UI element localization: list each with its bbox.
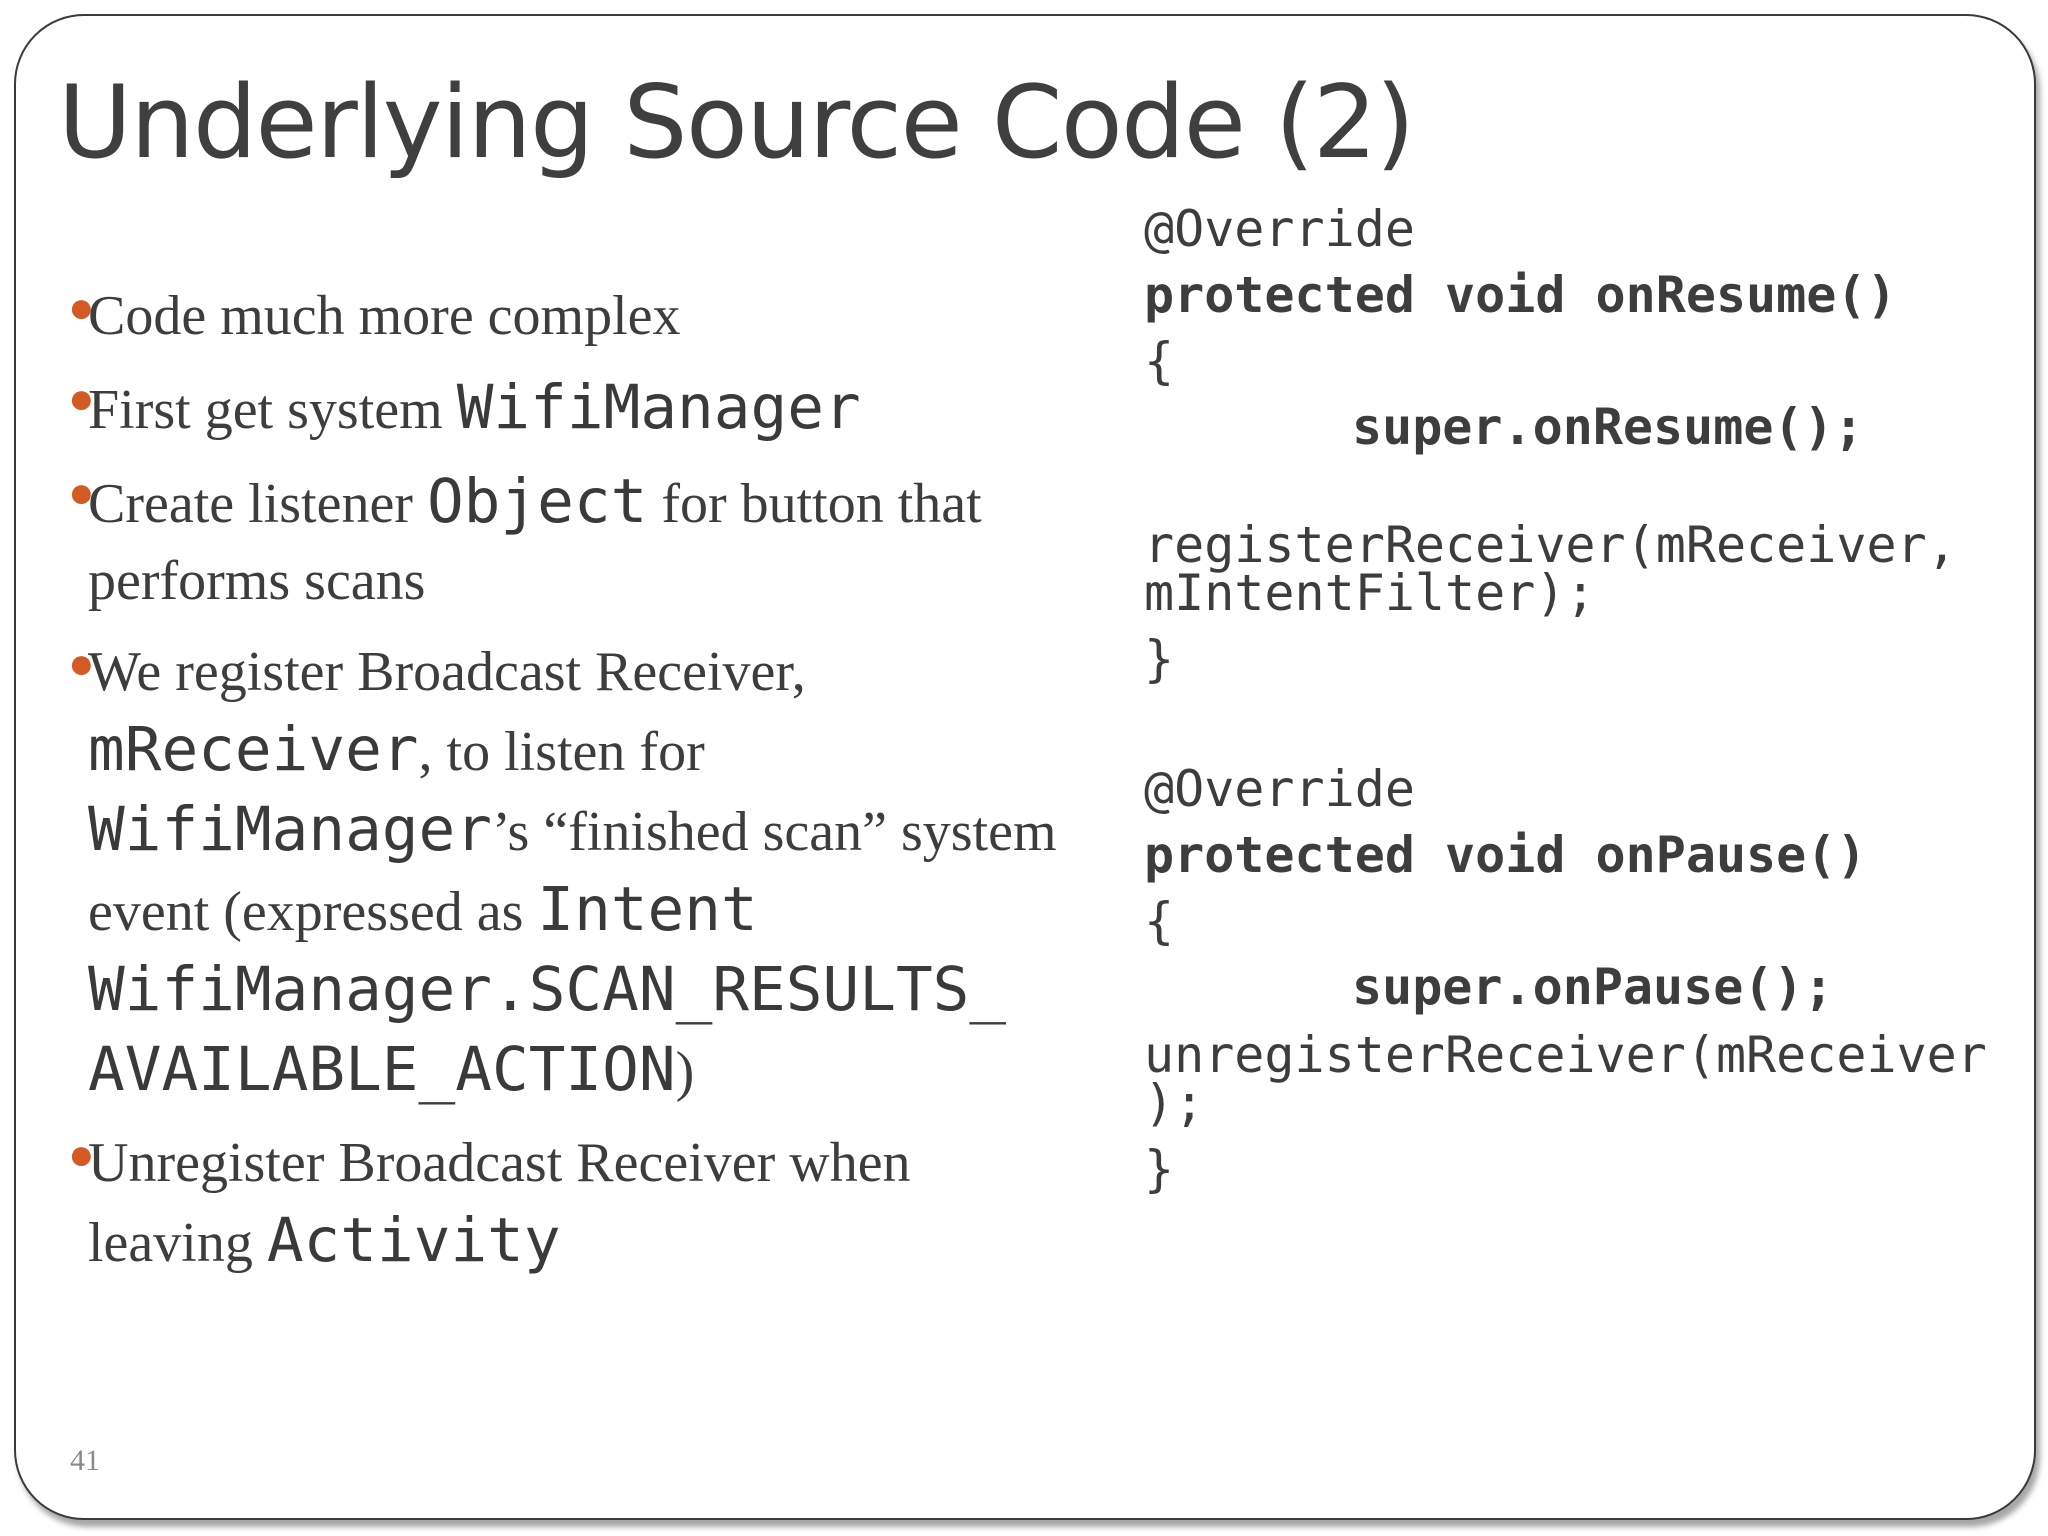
code-term: Activity — [266, 1205, 561, 1276]
bullet-marker: ● — [68, 283, 95, 332]
code-line: unregisterReceiver(mReceiver — [1144, 1026, 1987, 1084]
code-line: } — [1144, 630, 1175, 688]
bullet-text: First get system — [88, 379, 457, 441]
bullet-item: ● Unregister Broadcast Receiver when lea… — [68, 1125, 1088, 1282]
page-number: 41 — [70, 1444, 100, 1477]
code-line: registerReceiver(mReceiver, — [1144, 516, 1957, 574]
bullet-text: We register Broadcast Receiver, — [88, 641, 806, 703]
bullet-item: ● Create listener Object for button that… — [68, 463, 1088, 620]
bullet-list: ● Code much more complex ● First get sys… — [68, 278, 1088, 1296]
code-term: mReceiver — [88, 714, 419, 785]
bullet-text: Code much more complex — [88, 285, 681, 347]
slide-title: Underlying Source Code (2) — [58, 63, 1415, 181]
bullet-text: ) — [675, 1041, 695, 1103]
code-term: Object — [426, 466, 648, 537]
code-term: WifiManager — [88, 794, 492, 865]
bullet-text: ’s “finished scan” system event (express… — [88, 801, 1057, 943]
bullet-text: , to listen for — [418, 721, 705, 783]
bullet-text: Unregister Broadcast Receiver when leavi… — [88, 1132, 911, 1274]
bullet-item: ● Code much more complex — [68, 278, 1088, 355]
code-line: @Override — [1144, 200, 1415, 258]
code-line: } — [1144, 1140, 1175, 1198]
code-line: { — [1144, 892, 1175, 950]
code-line: ); — [1144, 1074, 1205, 1132]
slide-frame: Underlying Source Code (2) ● Code much m… — [14, 14, 2036, 1520]
code-line: protected void onResume() — [1144, 266, 1897, 324]
bullet-marker: ● — [68, 374, 95, 423]
code-line: super.onPause(); — [1352, 958, 1834, 1016]
bullet-item: ● First get system WifiManager — [68, 369, 1088, 449]
bullet-text: Create listener — [88, 473, 427, 535]
bullet-marker: ● — [68, 1130, 95, 1179]
code-line: mIntentFilter); — [1144, 564, 1596, 622]
code-term: WifiManager — [456, 372, 861, 443]
code-line: protected void onPause() — [1144, 826, 1867, 884]
bullet-text: for button that performs scans — [88, 473, 982, 612]
code-line: @Override — [1144, 760, 1415, 818]
bullet-marker: ● — [68, 468, 95, 517]
code-term: Intent WifiManager.SCAN_RESULTS_ AVAILAB… — [88, 874, 1007, 1105]
code-line: { — [1144, 332, 1175, 390]
bullet-marker: ● — [68, 639, 95, 688]
code-line: super.onResume(); — [1352, 398, 1864, 456]
bullet-item: ● We register Broadcast Receiver, mRecei… — [68, 634, 1088, 1111]
